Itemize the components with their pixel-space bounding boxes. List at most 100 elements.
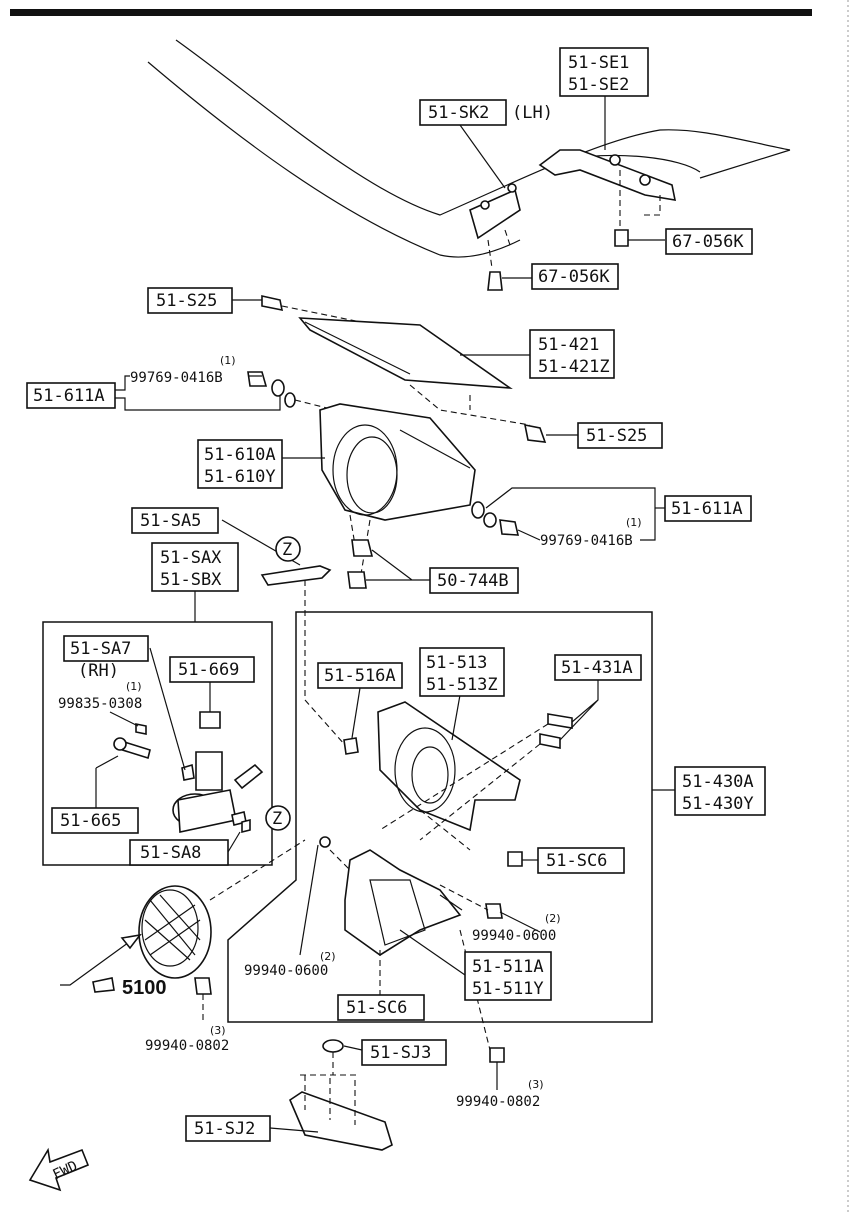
z-marker-top: Z — [282, 540, 292, 560]
callout-51-s25-a: 51-S25 — [147, 287, 233, 314]
callout-99940-0600-left: (2) 99940-0600 — [244, 950, 336, 979]
callout-99835-0308: (1) 99835-0308 — [58, 680, 142, 727]
label-51-sbx: 51-SBX — [160, 570, 222, 590]
label-51-669: 51-669 — [178, 660, 239, 680]
callout-51-sj3: 51-SJ3 — [361, 1039, 447, 1066]
callout-51-sc6-a: 51-SC6 — [537, 847, 625, 874]
label-51-s25-a: 51-S25 — [156, 291, 217, 311]
label-51-421z: 51-421Z — [538, 357, 610, 377]
body-outline — [147, 39, 791, 258]
callout-67-056k-a: 67-056K — [531, 263, 619, 290]
part-51-511a — [299, 836, 466, 1005]
label-50-744b: 50-744B — [437, 571, 509, 591]
callout-51-sax: 51-SAX 51-SBX — [151, 542, 239, 592]
p430-frame — [227, 611, 675, 1023]
qty-0600-left: (2) — [320, 950, 336, 963]
callout-51-516a: 51-516A — [317, 662, 403, 689]
label-99769-a: 99769-0416B — [130, 370, 223, 386]
label-51-513: 51-513 — [426, 653, 487, 673]
label-51-se2: 51-SE2 — [568, 75, 629, 95]
sax-frame — [42, 590, 273, 866]
label-51-430a: 51-430A — [682, 772, 754, 792]
nut-51-sc6-a — [507, 851, 538, 867]
label-51-sax: 51-SAX — [160, 548, 222, 568]
label-lh: (LH) — [512, 103, 553, 123]
part-51-sj2 — [269, 1075, 393, 1151]
callout-51-sa7: 51-SA7 (RH) — [63, 635, 149, 681]
callout-51-sa8: 51-SA8 — [129, 839, 229, 866]
label-51-430y: 51-430Y — [682, 794, 754, 814]
part-51-431a — [379, 680, 599, 841]
part-51-421 — [298, 317, 531, 426]
label-rh: (RH) — [78, 661, 119, 681]
label-51-sa5: 51-SA5 — [140, 511, 201, 531]
bolt-99769-upper — [247, 371, 336, 411]
label-51-511a: 51-511A — [472, 957, 544, 977]
label-51-611a-b: 51-611A — [671, 499, 743, 519]
callout-51-sj2: 51-SJ2 — [185, 1115, 271, 1142]
qty-0802-left: (3) — [210, 1024, 226, 1037]
label-99940-0802-right: 99940-0802 — [456, 1094, 540, 1110]
label-67-056k-b: 67-056K — [672, 232, 744, 252]
clip-67-056k-b — [614, 229, 665, 247]
label-51-665: 51-665 — [60, 811, 121, 831]
qty-0802-right: (3) — [528, 1078, 544, 1091]
ref-5100-label: 5100 — [122, 977, 167, 999]
callout-51-669: 51-669 — [169, 656, 255, 683]
label-51-sa7: 51-SA7 — [70, 639, 131, 659]
headlight — [60, 839, 306, 986]
label-99940-0802-left: 99940-0802 — [145, 1038, 229, 1054]
ref-5100: 5100 — [92, 977, 167, 999]
label-67-056k-a: 67-056K — [538, 267, 610, 287]
part-50-744b — [347, 539, 430, 589]
label-51-610a: 51-610A — [204, 445, 276, 465]
part-51-se — [538, 149, 677, 228]
nut-99940-0600-right — [439, 884, 541, 933]
callout-99940-0802-left: (3) 99940-0802 — [145, 1024, 229, 1054]
clip-67-056k-a — [487, 271, 532, 291]
callout-51-431a: 51-431A — [554, 654, 642, 681]
callout-51-430a: 51-430A 51-430Y — [674, 766, 766, 816]
label-51-516a: 51-516A — [324, 666, 396, 686]
callout-50-744b: 50-744B — [429, 567, 519, 594]
callout-51-sa5: 51-SA5 — [131, 507, 219, 534]
motor-assembly: Z — [95, 647, 291, 853]
qty-99769-a: (1) — [220, 354, 236, 367]
label-51-sc6-b: 51-SC6 — [346, 998, 407, 1018]
label-51-611a-a: 51-611A — [33, 386, 105, 406]
callout-51-sc6-b: 51-SC6 — [337, 994, 425, 1021]
callout-51-610a: 51-610A 51-610Y — [197, 439, 283, 489]
callout-51-sk2: 51-SK2 (LH) — [419, 99, 553, 189]
label-51-sj2: 51-SJ2 — [194, 1119, 255, 1139]
label-51-s25-b: 51-S25 — [586, 426, 647, 446]
nut-99940-0802-left — [194, 977, 212, 1020]
callout-67-056k-b: 67-056K — [665, 228, 753, 255]
part-51-610a — [280, 403, 476, 581]
callout-51-513: 51-513 51-513Z — [419, 647, 505, 697]
callout-51-611a-b: 51-611A (1) 99769-0416B — [517, 495, 752, 549]
callout-51-511a: 51-511A 51-511Y — [464, 951, 552, 1001]
label-51-431a: 51-431A — [561, 658, 633, 678]
bolt-99769-lower — [471, 487, 665, 541]
part-51-sk2 — [469, 183, 521, 269]
label-99835-0308: 99835-0308 — [58, 696, 142, 712]
label-51-sc6-a: 51-SC6 — [546, 851, 607, 871]
part-51-sj3 — [300, 1039, 363, 1076]
label-51-sa8: 51-SA8 — [140, 843, 201, 863]
label-51-610y: 51-610Y — [204, 467, 276, 487]
qty-99835: (1) — [126, 680, 142, 693]
part-51-516a — [343, 687, 361, 755]
label-51-sj3: 51-SJ3 — [370, 1043, 431, 1063]
header-rule — [10, 9, 812, 16]
qty-99769-b: (1) — [626, 516, 642, 529]
label-51-513z: 51-513Z — [426, 675, 498, 695]
callout-99940-0600-right: (2) 99940-0600 — [472, 912, 561, 944]
label-51-sk2: 51-SK2 — [428, 103, 489, 123]
part-51-sa5: Z — [221, 519, 346, 746]
label-51-se1: 51-SE1 — [568, 53, 629, 73]
label-51-421: 51-421 — [538, 335, 599, 355]
label-99769-b: 99769-0416B — [540, 533, 633, 549]
qty-0600-right: (2) — [545, 912, 561, 925]
label-99940-0600-left: 99940-0600 — [244, 963, 328, 979]
